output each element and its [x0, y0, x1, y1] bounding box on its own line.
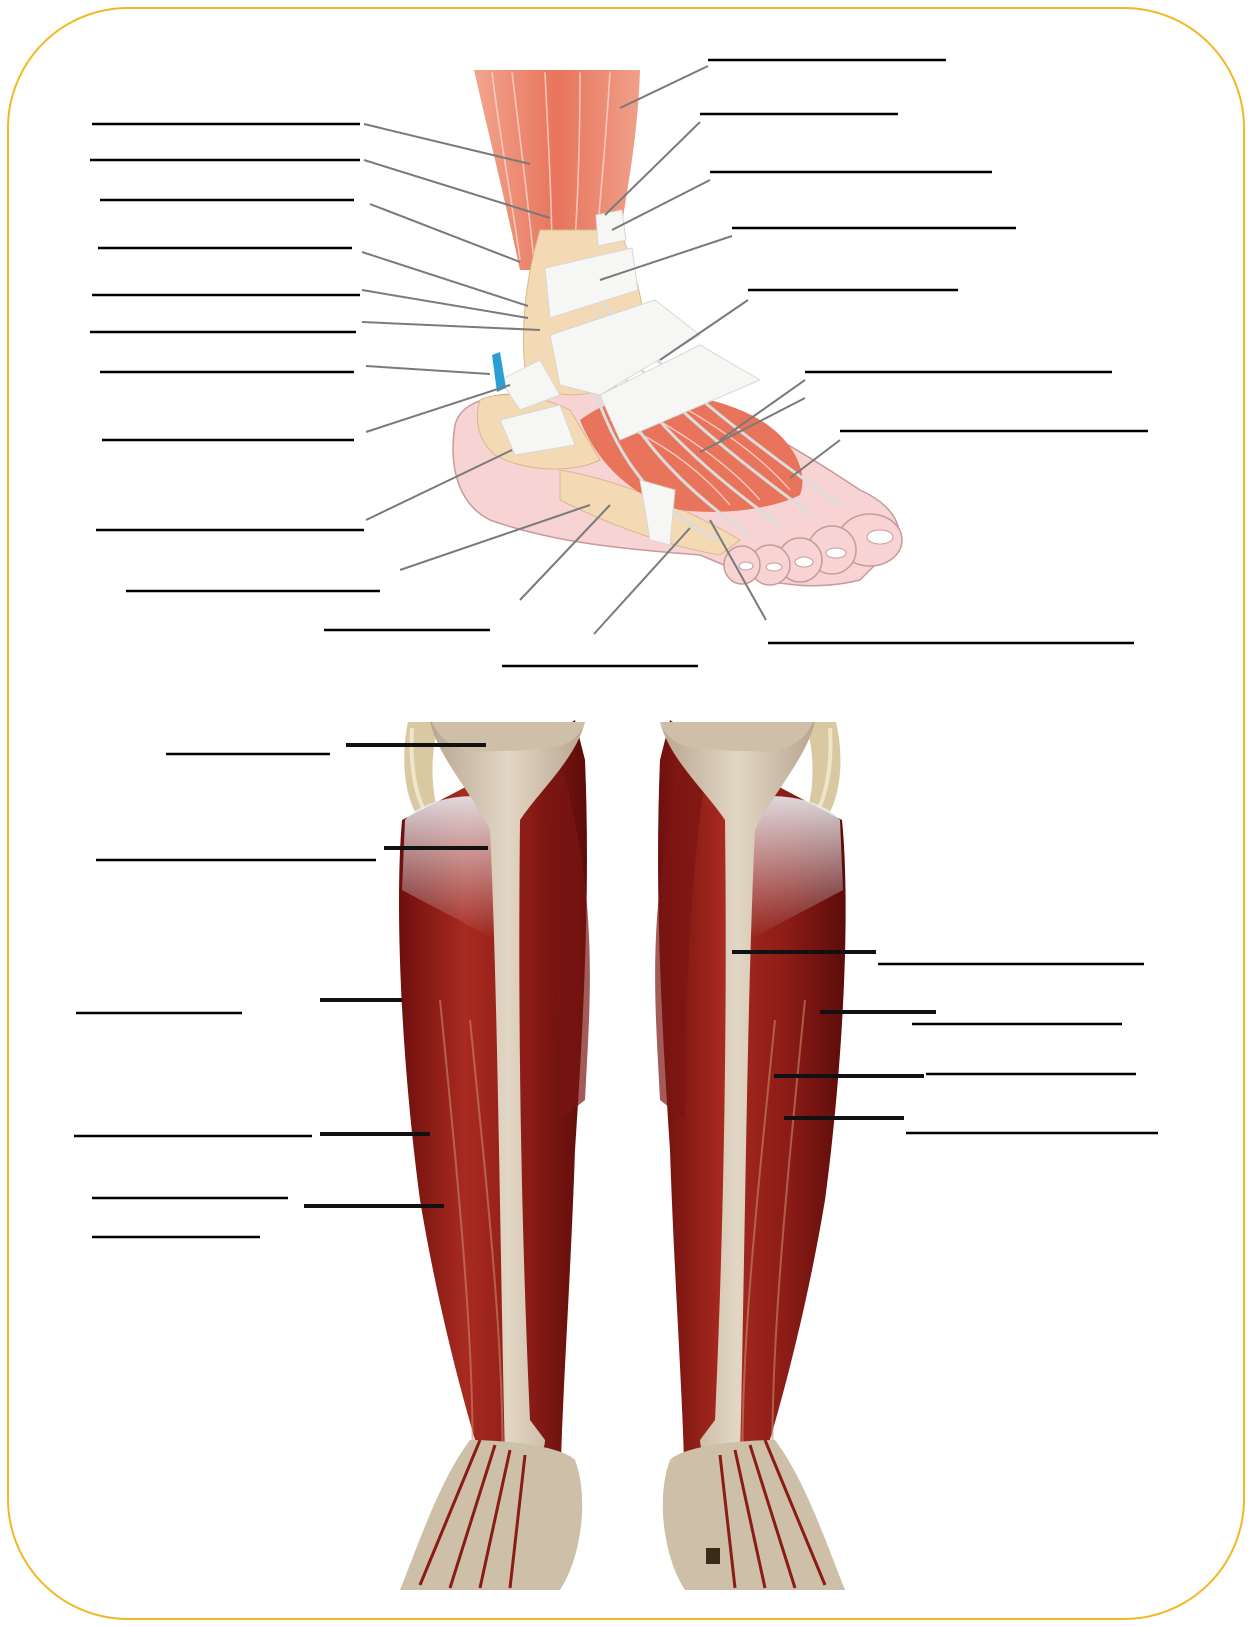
foot-ankle-illustration [453, 70, 902, 586]
bottom-figure-label-blanks [74, 754, 1158, 1237]
left-leg-illustration [399, 720, 590, 1590]
right-leg-illustration [655, 720, 846, 1590]
